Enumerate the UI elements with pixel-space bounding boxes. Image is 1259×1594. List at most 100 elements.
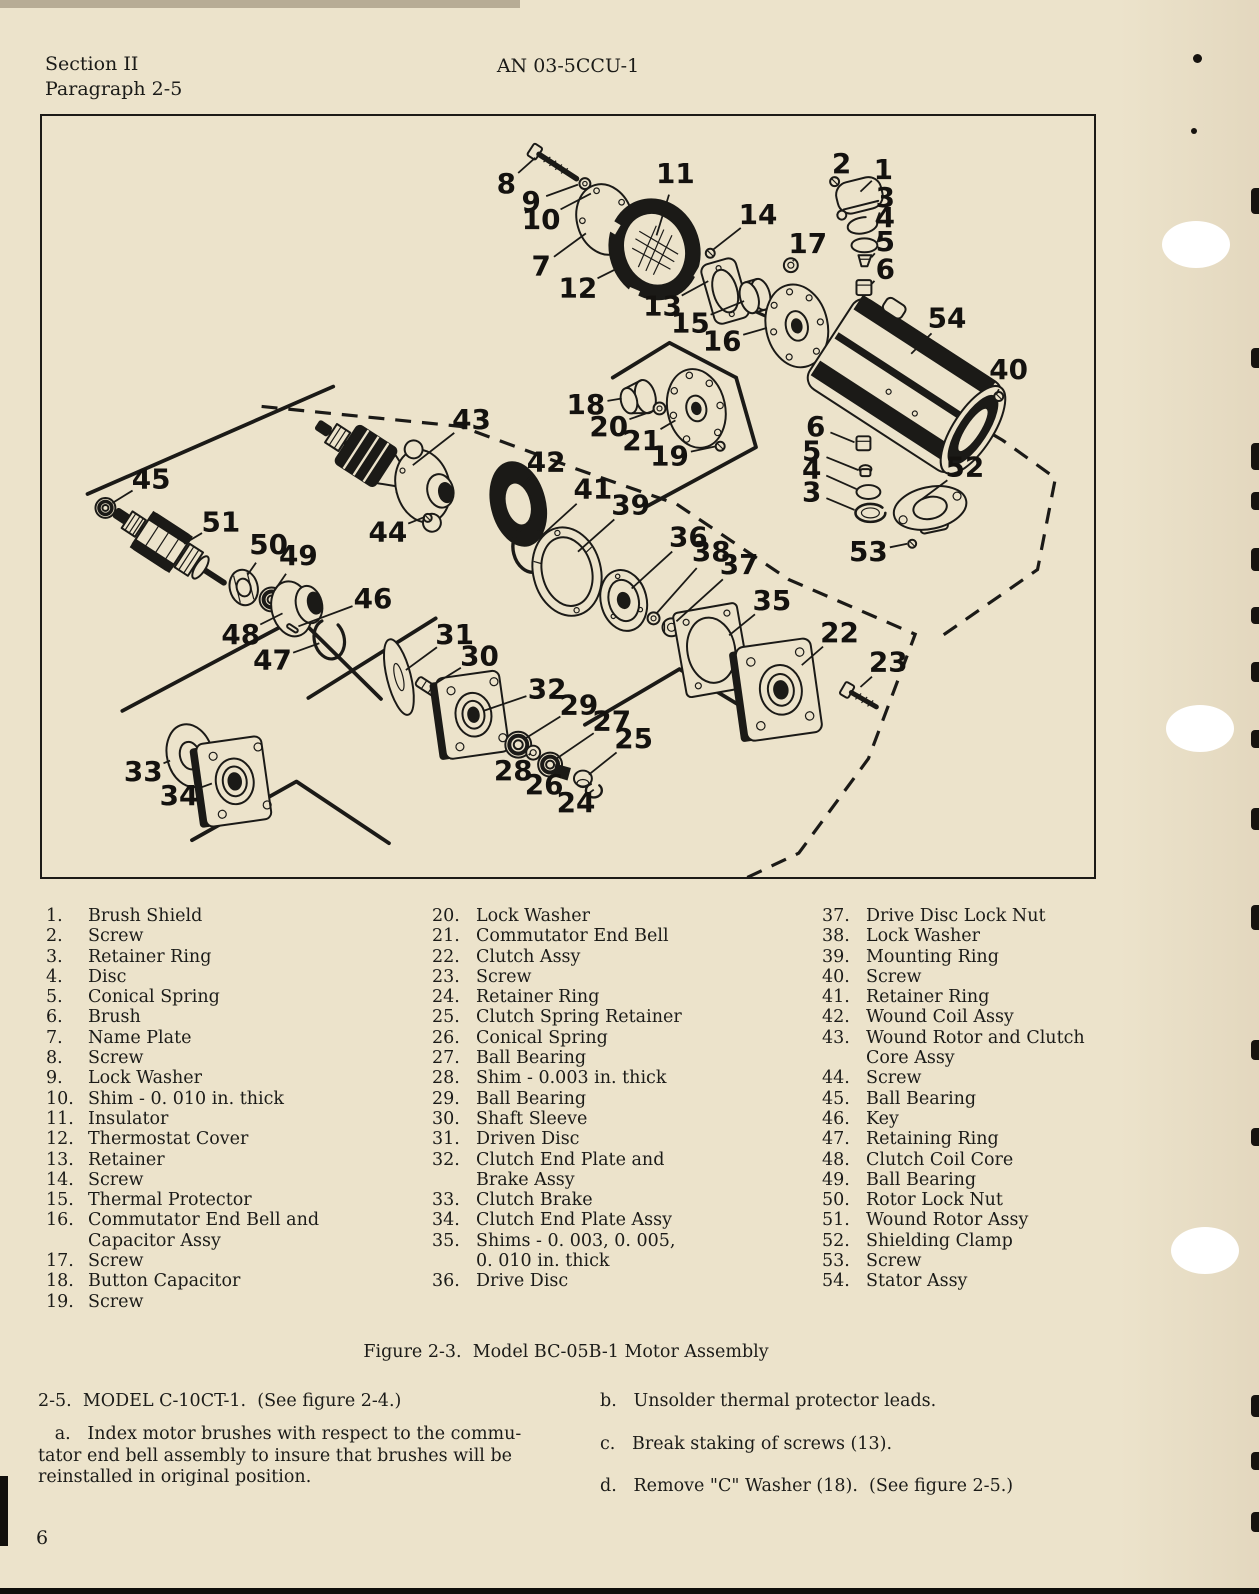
- callout-number-31: 31: [435, 618, 474, 651]
- scan-speck: [1191, 128, 1197, 134]
- callout-number-39: 39: [611, 488, 650, 521]
- part-number: 7.: [46, 1027, 63, 1048]
- callout-number-10: 10: [522, 203, 561, 236]
- callout-number-9: 9: [522, 185, 541, 218]
- part-name: Lock Washer: [88, 1068, 202, 1089]
- callout-leader: [597, 266, 621, 280]
- parts-list-item: 42.Wound Coil Assy: [822, 1007, 1122, 1027]
- binding-mark: [1251, 188, 1259, 214]
- callout-leader: [870, 280, 876, 285]
- clutch-spring-retainer-part: [572, 769, 593, 789]
- screw-part: [714, 440, 726, 452]
- part-number: 37.: [822, 906, 850, 926]
- callout-number-18: 18: [567, 388, 606, 421]
- shim-part: [525, 744, 542, 761]
- callout-number-19: 19: [650, 440, 689, 473]
- parts-list-item: 35.Shims - 0. 003, 0. 005, 0. 010 in. th…: [432, 1231, 802, 1272]
- callout-number-41: 41: [573, 473, 612, 506]
- parts-list-item: 40.Screw: [822, 967, 1122, 987]
- part-number: 54.: [822, 1271, 850, 1292]
- part-name: Screw: [476, 966, 532, 987]
- part-number: 12.: [46, 1129, 74, 1150]
- part-name: Key: [866, 1108, 899, 1129]
- part-number: 30.: [432, 1108, 460, 1129]
- parts-list-item: 52.Shielding Clamp: [822, 1231, 1122, 1251]
- part-number: 38.: [822, 926, 850, 947]
- commutator-end-bell-part: [665, 368, 727, 449]
- part-number: 8.: [46, 1048, 63, 1069]
- part-number: 48.: [822, 1149, 850, 1170]
- part-number: 31.: [432, 1129, 460, 1150]
- part-name: Drive Disc: [476, 1271, 569, 1292]
- callout-leader: [554, 732, 595, 761]
- callout-leader: [560, 192, 592, 211]
- callout-leader: [859, 676, 873, 688]
- screw-part: [704, 247, 716, 259]
- parts-list-item: 13.Retainer: [46, 1150, 416, 1170]
- part-number: 43.: [822, 1027, 850, 1048]
- thermal-protector-part: [738, 277, 772, 315]
- callout-leader: [631, 550, 673, 590]
- part-name: Stator Assy: [866, 1271, 968, 1292]
- part-name: Screw: [866, 1251, 922, 1272]
- break-line: [85, 384, 336, 496]
- part-name: Clutch End Plate and Brake Assy: [476, 1149, 665, 1190]
- callout-leader: [792, 259, 795, 262]
- part-number: 21.: [432, 926, 460, 947]
- paragraph-item-c: c. Break staking of screws (13).: [600, 1434, 893, 1454]
- figure-caption: Figure 2-3. Model BC-05B-1 Motor Assembl…: [363, 1342, 769, 1362]
- callout-number-38: 38: [692, 535, 731, 568]
- parts-list-item: 44.Screw: [822, 1068, 1122, 1088]
- callout-number-30: 30: [460, 640, 499, 673]
- parts-list-item: 32.Clutch End Plate and Brake Assy: [432, 1150, 802, 1191]
- callout-number-15: 15: [671, 306, 710, 339]
- part-name: Shims - 0. 003, 0. 005, 0. 010 in. thick: [476, 1230, 676, 1272]
- part-number: 44.: [822, 1068, 850, 1089]
- rotor-lock-nut-part: [228, 568, 259, 607]
- callout-leader: [298, 605, 353, 628]
- callout-leader: [528, 753, 531, 756]
- parts-list-item: 43.Wound Rotor and Clutch Core Assy: [822, 1028, 1122, 1069]
- callout-leader: [589, 788, 595, 794]
- callout-leader: [163, 759, 171, 765]
- part-name: Ball Bearing: [866, 1169, 977, 1190]
- parts-list-item: 39.Mounting Ring: [822, 947, 1122, 967]
- callout-leader: [199, 782, 213, 789]
- part-name: Lock Washer: [866, 926, 980, 947]
- punch-hole: [1162, 221, 1230, 268]
- paragraph-item-d: d. Remove "C" Washer (18). (See figure 2…: [600, 1476, 1014, 1496]
- callout-leader: [876, 232, 882, 243]
- callout-number-40: 40: [989, 353, 1028, 386]
- callout-number-6: 6: [806, 410, 825, 443]
- parts-list-item: 3.Retainer Ring: [46, 947, 416, 967]
- callout-number-21: 21: [622, 424, 661, 457]
- callout-number-16: 16: [703, 324, 742, 357]
- commutator-end-bell-capacitor-part: [764, 283, 830, 369]
- binding-mark: [1251, 443, 1259, 470]
- part-number: 28.: [432, 1068, 460, 1089]
- part-number: 2.: [46, 926, 63, 947]
- wound-rotor-assy-part: [112, 507, 227, 586]
- key-part: [286, 623, 299, 634]
- callout-number-14: 14: [739, 198, 778, 231]
- screw-part: [993, 391, 1005, 402]
- callout-number-44: 44: [369, 515, 408, 548]
- parts-list-item: 31.Driven Disc: [432, 1129, 802, 1149]
- callout-leader: [655, 567, 698, 614]
- part-name: Screw: [88, 926, 144, 947]
- part-number: 36.: [432, 1271, 460, 1292]
- part-number: 20.: [432, 906, 460, 926]
- parts-list-item: 11.Insulator: [46, 1109, 416, 1129]
- callout-number-13: 13: [643, 290, 682, 323]
- scan-edge-top: [0, 0, 520, 8]
- callout-leader: [588, 751, 618, 776]
- parts-list-item: 45.Ball Bearing: [822, 1089, 1122, 1109]
- callout-leader: [826, 497, 855, 511]
- parts-list-item: 38. Lock Washer: [822, 926, 1122, 946]
- punch-hole: [1171, 1227, 1239, 1274]
- parts-list-item: 26.Conical Spring: [432, 1028, 802, 1048]
- parts-list-item: 17.Screw: [46, 1251, 416, 1271]
- part-name: Retaining Ring: [866, 1129, 999, 1150]
